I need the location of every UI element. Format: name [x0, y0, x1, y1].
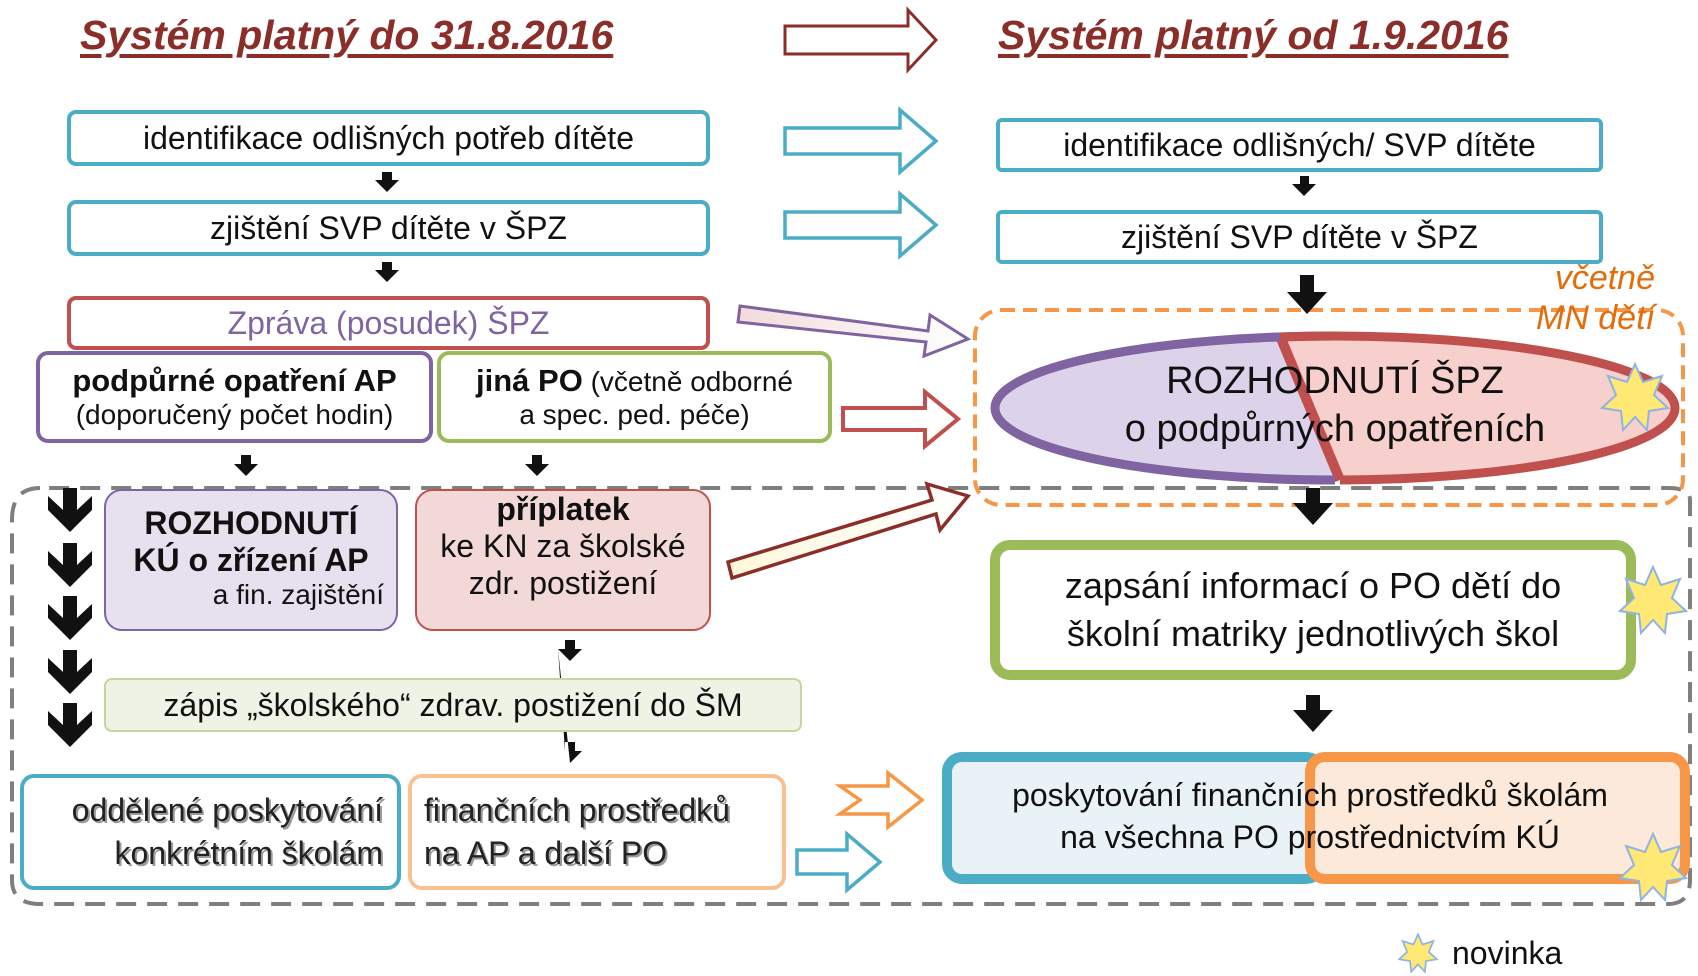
star-icon	[1618, 832, 1688, 902]
box-left-identifikace-label: identifikace odlišných potřeb dítěte	[143, 119, 634, 156]
box-right-poskytovani-orange	[1305, 752, 1690, 884]
box-left-priplatek: příplatek ke KN za školské zdr. postižen…	[415, 489, 711, 631]
arrow-identifikace	[783, 106, 939, 176]
down-arrows-right	[1287, 176, 1333, 732]
zapis-label: zápis „školského“ zdrav. postižení do ŠM	[163, 686, 743, 723]
star-icon	[1618, 565, 1688, 635]
oddelene-line2: konkrétním školám	[114, 835, 383, 871]
box-right-poskytovani-blue	[942, 752, 1326, 884]
box-right-zjisteni-label: zjištění SVP dítěte v ŠPZ	[1121, 218, 1478, 255]
priplatek-line2: ke KN za školské	[440, 528, 686, 564]
box-left-zapis: zápis „školského“ zdrav. postižení do ŠM	[104, 678, 802, 732]
box-right-identifikace: identifikace odlišných/ SVP dítěte	[996, 118, 1603, 172]
arrow-financni-orange	[834, 769, 925, 831]
title-arrow	[783, 6, 939, 74]
arrow-zjisteni	[783, 190, 939, 260]
box-left-zjisteni-label: zjištění SVP dítěte v ŠPZ	[210, 209, 567, 246]
arrow-priplatek-to-rozhodnuti	[725, 481, 972, 581]
box-right-zjisteni: zjištění SVP dítěte v ŠPZ	[996, 210, 1603, 264]
zapsani-line1: zapsání informací o PO dětí do	[1064, 565, 1562, 606]
rozhodnuti-spz-line2: o podpůrných opatřeních	[1124, 408, 1546, 450]
legend: novinka	[1398, 933, 1562, 973]
jina-po-rest2: a spec. ped. péče)	[519, 399, 750, 430]
box-left-zjisteni: zjištění SVP dítěte v ŠPZ	[67, 200, 710, 256]
podpurne-title: podpůrné opatření AP	[72, 363, 397, 398]
chevron-down-arrows-column	[48, 488, 92, 747]
box-left-podpurne: podpůrné opatření AP (doporučený počet h…	[36, 351, 433, 443]
box-left-rozhodnuti-ku: ROZHODNUTÍ KÚ o zřízení AP a fin. zajišt…	[104, 489, 398, 631]
arrow-zprava-to-rozhodnuti	[736, 304, 972, 359]
box-right-identifikace-label: identifikace odlišných/ SVP dítěte	[1063, 126, 1536, 163]
box-left-zprava: Zpráva (posudek) ŠPZ	[67, 296, 710, 350]
financnich-line2: na AP a další PO	[424, 835, 668, 871]
box-left-oddelene: oddělené poskytování konkrétním školám	[20, 774, 401, 890]
star-icon	[1600, 362, 1670, 432]
vcetne-line2: MN dětí	[1535, 299, 1655, 337]
priplatek-line3: zdr. postižení	[468, 565, 658, 601]
rozhodnuti-spz-ellipse	[990, 331, 1680, 485]
dashed-region-old-system	[10, 486, 1692, 906]
title-old-system: Systém platný do 31.8.2016	[80, 12, 614, 58]
poskytovani-line1: poskytování finančních prostředků školám	[1012, 777, 1608, 813]
rozhodnuti-spz-text: ROZHODNUTÍ ŠPZ o podpůrných opatřeních	[1035, 345, 1635, 465]
box-left-zprava-label: Zpráva (posudek) ŠPZ	[227, 304, 550, 341]
legend-label: novinka	[1452, 934, 1563, 971]
box-right-zapsani: zapsání informací o PO dětí do školní ma…	[990, 540, 1636, 680]
box-left-jina-po: jiná PO (včetně odborné a spec. ped. péč…	[437, 351, 832, 443]
zapsani-line2: školní matriky jednotlivých škol	[1066, 613, 1560, 654]
podpurne-subtitle: (doporučený počet hodin)	[75, 399, 394, 430]
box-left-financnich: finančních prostředků na AP a další PO	[408, 774, 786, 890]
jina-po-title: jiná PO	[476, 363, 583, 398]
arrow-oddelene-blue	[795, 830, 883, 894]
rozhodnuti-spz-line1: ROZHODNUTÍ ŠPZ	[1166, 360, 1504, 402]
box-left-identifikace: identifikace odlišných potřeb dítěte	[67, 110, 710, 166]
jina-po-rest1: (včetně odborné	[582, 366, 793, 397]
poskytovani-line2: na všechna PO prostřednictvím KÚ	[1060, 819, 1560, 855]
financnich-line1: finančních prostředků	[424, 792, 730, 828]
priplatek-line1: příplatek	[496, 491, 630, 527]
title-new-system: Systém platný od 1.9.2016	[998, 12, 1509, 58]
star-icon	[1398, 933, 1438, 973]
rozhodnuti-ku-line1: ROZHODNUTÍ	[144, 505, 358, 541]
small-down-arrows-left	[234, 172, 582, 763]
oddelene-line1: oddělené poskytování	[71, 792, 383, 828]
arrow-po-to-rozhodnuti	[841, 387, 962, 451]
vcetne-line1: včetně	[1554, 259, 1655, 297]
vcetne-mn-deti-note: včetně MN dětí	[1505, 258, 1655, 338]
rozhodnuti-ku-line2: KÚ o zřízení AP	[133, 542, 369, 578]
box-right-poskytovani-text: poskytování finančních prostředků školám…	[950, 766, 1670, 866]
rozhodnuti-ku-line3: a fin. zajištění	[212, 579, 384, 610]
